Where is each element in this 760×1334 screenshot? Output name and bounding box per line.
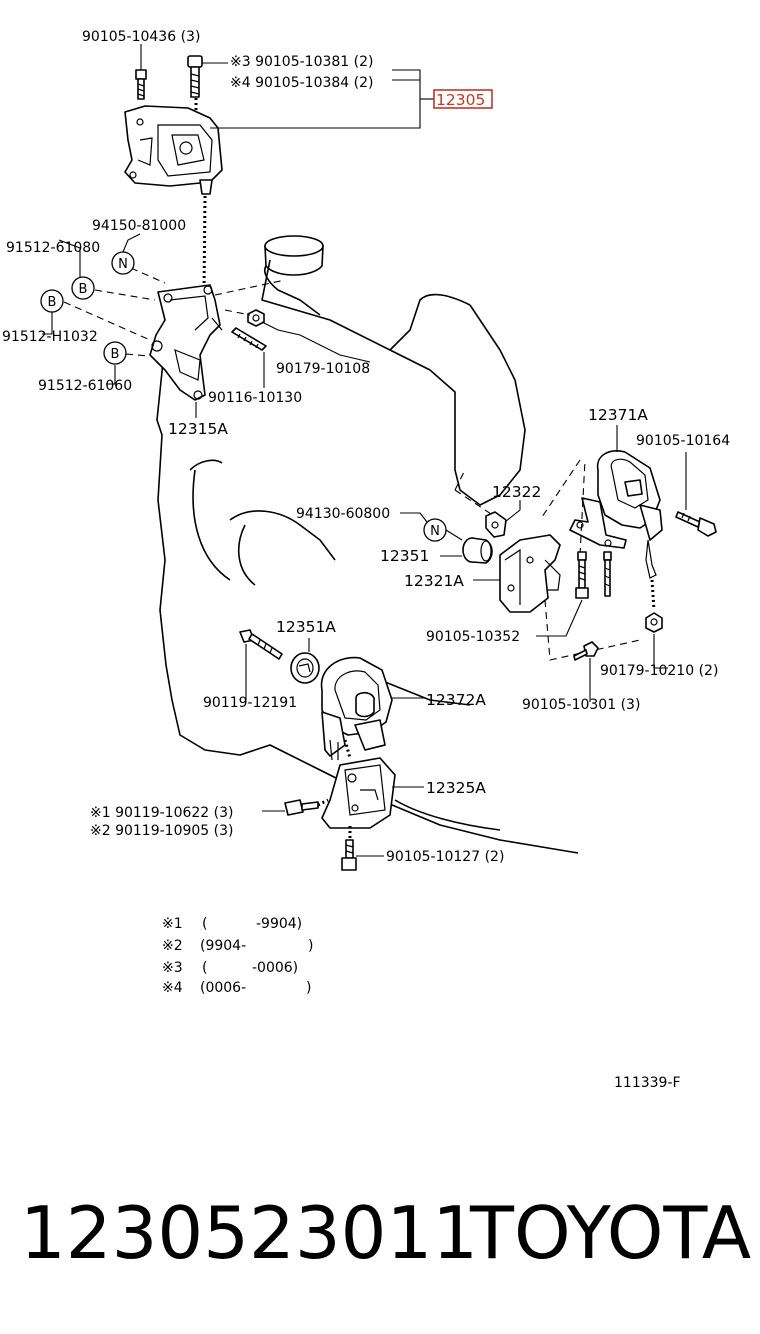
note-1-open: ( [202, 916, 207, 932]
label-90116-10130: 90116-10130 [208, 390, 302, 406]
label-12315A: 12315A [168, 420, 228, 438]
circle-b-label-2: B [48, 295, 57, 310]
label-94130-60800: 94130-60800 [296, 506, 390, 522]
note-4-open: (0006- [200, 980, 246, 996]
label-note3-bolt: ※3 90105-10381 (2) [230, 54, 374, 70]
label-12321A: 12321A [404, 572, 464, 590]
label-note2-bolt: ※2 90119-10905 (3) [90, 823, 234, 839]
circle-b-marker-3: B [103, 341, 127, 365]
note-3-mark: ※3 [162, 960, 183, 976]
label-94150-81000: 94150-81000 [92, 218, 186, 234]
label-90119-12191: 90119-12191 [203, 695, 297, 711]
bracket-12315A-drawing [149, 284, 223, 401]
label-91512-61060: 91512-61060 [38, 378, 132, 394]
diagram-id: 111339-F [614, 1075, 681, 1091]
bracket-12321A-drawing [499, 534, 561, 613]
note-1-mark: ※1 [162, 916, 183, 932]
circle-b-marker-1: B [71, 276, 95, 300]
note-2-mark: ※2 [162, 938, 183, 954]
bolt-90119-10622-drawing [284, 799, 319, 816]
label-12325A: 12325A [426, 779, 486, 797]
label-90105-10164: 90105-10164 [636, 433, 730, 449]
label-12305: 12305 [436, 91, 485, 109]
label-note1-bolt: ※1 90119-10622 (3) [90, 805, 234, 821]
bolt-90105-10381-drawing [187, 55, 203, 98]
nut-90179-10108-drawing [247, 309, 265, 327]
bolt-90105-10436-drawing [135, 69, 147, 100]
label-12305-highlight[interactable]: 12305 [433, 89, 493, 109]
engine-outline [156, 235, 579, 854]
part-number: 1230523011 [20, 1191, 479, 1275]
note-3-open: ( [202, 960, 207, 976]
part-footer: 1230523011 TOYOTA [0, 1185, 760, 1285]
label-90105-10436: 90105-10436 (3) [82, 29, 200, 45]
label-90105-10352: 90105-10352 [426, 629, 520, 645]
bolt-90105-10352-drawing [575, 551, 589, 599]
brand-name: TOYOTA [470, 1191, 752, 1275]
note-2-close: ) [308, 938, 313, 954]
label-12322: 12322 [492, 483, 541, 501]
bracket-12325A-drawing [321, 757, 396, 829]
circle-b-label-1: B [79, 282, 88, 297]
engine-mount-12305-drawing [124, 105, 223, 195]
circle-n-marker-2: N [423, 518, 447, 542]
label-12351: 12351 [380, 547, 429, 565]
label-91512-61080: 91512-61080 [6, 240, 100, 256]
engine-mount-12372A-drawing [320, 656, 393, 761]
circle-n-marker-1: N [111, 251, 135, 275]
notes-legend: ※1 ( -9904) ※2 (9904- ) ※3 ( -0006) ※4 (… [162, 916, 313, 996]
bolt-90105-10127-drawing [341, 839, 357, 871]
engine-mount-12371A-drawing [569, 450, 663, 579]
note-1-range: -9904) [256, 916, 302, 932]
label-90105-10301: 90105-10301 (3) [522, 697, 640, 713]
label-90179-10108: 90179-10108 [276, 361, 370, 377]
bolt-90105-10301-drawing [603, 551, 612, 597]
nut-90179-10210-drawing [645, 612, 663, 633]
label-91512-H1032: 91512-H1032 [2, 329, 98, 345]
note-4-close: ) [306, 980, 311, 996]
label-12372A: 12372A [426, 691, 486, 709]
note-4-mark: ※4 [162, 980, 183, 996]
label-12351A: 12351A [276, 618, 336, 636]
bolt-90119-12191-drawing [239, 629, 283, 660]
circle-n-label-2: N [430, 524, 440, 539]
circle-b-marker-2: B [40, 289, 64, 313]
bolt-90105-10301-b-drawing [573, 641, 599, 661]
label-12371A: 12371A [588, 406, 648, 424]
stopper-12351A-drawing [290, 652, 320, 684]
circle-b-label-3: B [111, 347, 120, 362]
label-note4-bolt: ※4 90105-10384 (2) [230, 75, 374, 91]
label-90105-10127: 90105-10127 (2) [386, 849, 504, 865]
note-3-range: -0006) [252, 960, 298, 976]
circle-n-label-1: N [118, 257, 128, 272]
label-90179-10210: 90179-10210 (2) [600, 663, 718, 679]
bolt-90105-10164-drawing [675, 511, 717, 537]
stud-90116-10130-drawing [231, 327, 267, 351]
bracket-12322-drawing [485, 511, 507, 538]
note-2-open: (9904- [200, 938, 246, 954]
stopper-12351-drawing [462, 537, 493, 564]
